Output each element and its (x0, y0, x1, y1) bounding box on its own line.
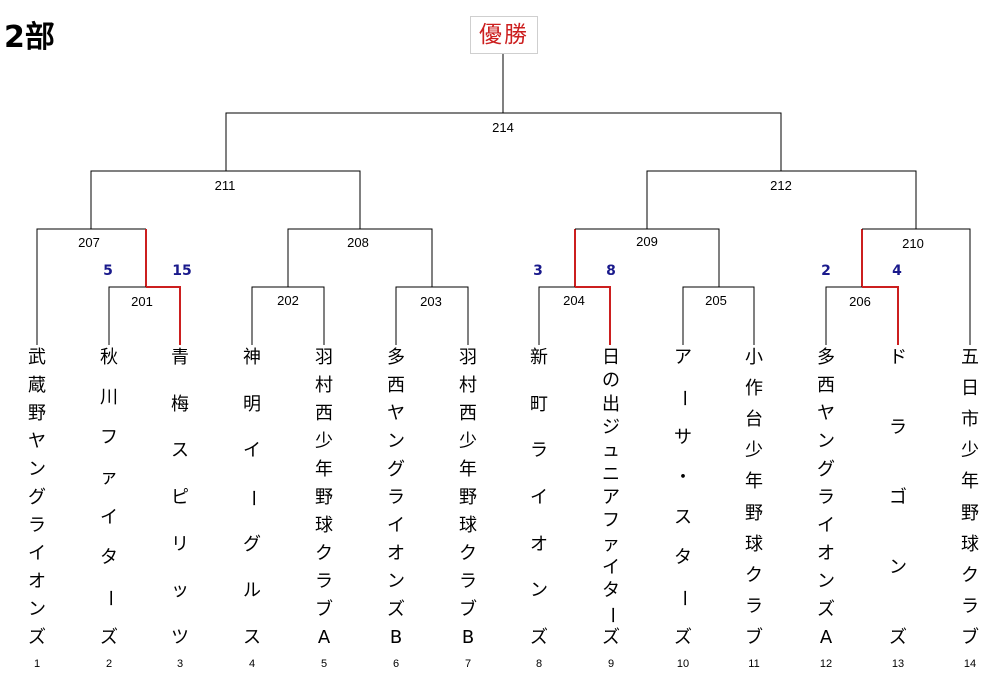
team-number-10: 10 (676, 658, 690, 670)
bracket-line (682, 286, 755, 345)
team-number-8: 8 (535, 658, 543, 670)
team-number-1: 1 (33, 658, 41, 670)
match-label-201: 201 (131, 294, 153, 309)
team-number-13: 13 (891, 658, 905, 670)
match-label-206: 206 (849, 294, 871, 309)
match-label-207: 207 (78, 235, 100, 250)
match-label-205: 205 (705, 293, 727, 308)
division-title: 2部 (4, 20, 55, 55)
team-name-11: 小作台少年野球クラブ (745, 347, 763, 648)
match-label-212: 212 (770, 178, 792, 193)
bracket-line (825, 286, 862, 345)
bracket-winner-line (862, 286, 899, 345)
match-label-202: 202 (277, 293, 299, 308)
bracket-line (862, 228, 971, 345)
bracket-winner-line (575, 286, 611, 345)
match-label-203: 203 (420, 294, 442, 309)
score-206-right: 4 (892, 263, 902, 279)
bracket-line (538, 286, 575, 345)
bracket-line (108, 286, 146, 345)
score-204-right: 8 (606, 263, 616, 279)
team-number-5: 5 (320, 658, 328, 670)
match-label-214: 214 (492, 120, 514, 135)
team-number-14: 14 (963, 658, 977, 670)
team-number-12: 12 (819, 658, 833, 670)
score-201-left: 5 (103, 263, 113, 279)
team-name-1: 武蔵野ヤングライオンズ (28, 347, 46, 648)
score-206-left: 2 (821, 263, 831, 279)
team-number-4: 4 (248, 658, 256, 670)
bracket-winner-line (146, 286, 181, 345)
team-name-14: 五日市少年野球クラブ (961, 347, 979, 648)
team-name-3: 青梅スピリッツ (171, 347, 189, 648)
team-name-10: アーサ・スターズ (673, 347, 694, 648)
team-number-9: 9 (607, 658, 615, 670)
score-204-left: 3 (533, 263, 543, 279)
bracket-line (225, 112, 782, 171)
team-name-4: 神明イーグルス (242, 347, 263, 648)
team-number-6: 6 (392, 658, 400, 670)
match-label-208: 208 (347, 235, 369, 250)
team-number-7: 7 (464, 658, 472, 670)
bracket-line (287, 228, 433, 287)
team-number-11: 11 (748, 658, 760, 670)
team-number-3: 3 (176, 658, 184, 670)
bracket-line (90, 170, 361, 229)
bracket-line (575, 228, 720, 287)
bracket-line (251, 286, 325, 345)
team-name-9: 日の出ジュニアファイターズ (601, 347, 622, 648)
score-201-right: 15 (172, 263, 192, 279)
match-label-210: 210 (902, 236, 924, 251)
champion-label: 優勝 (470, 16, 538, 54)
team-name-2: 秋川ファイターズ (99, 347, 120, 648)
match-label-204: 204 (563, 293, 585, 308)
match-label-209: 209 (636, 234, 658, 249)
team-name-13: ドラゴンズ (889, 347, 907, 648)
bracket-line (646, 170, 917, 229)
team-number-2: 2 (105, 658, 113, 670)
bracket-line (36, 228, 146, 345)
bracket-line (395, 286, 469, 345)
team-name-8: 新町ライオンズ (530, 347, 548, 648)
match-label-211: 211 (214, 178, 236, 193)
